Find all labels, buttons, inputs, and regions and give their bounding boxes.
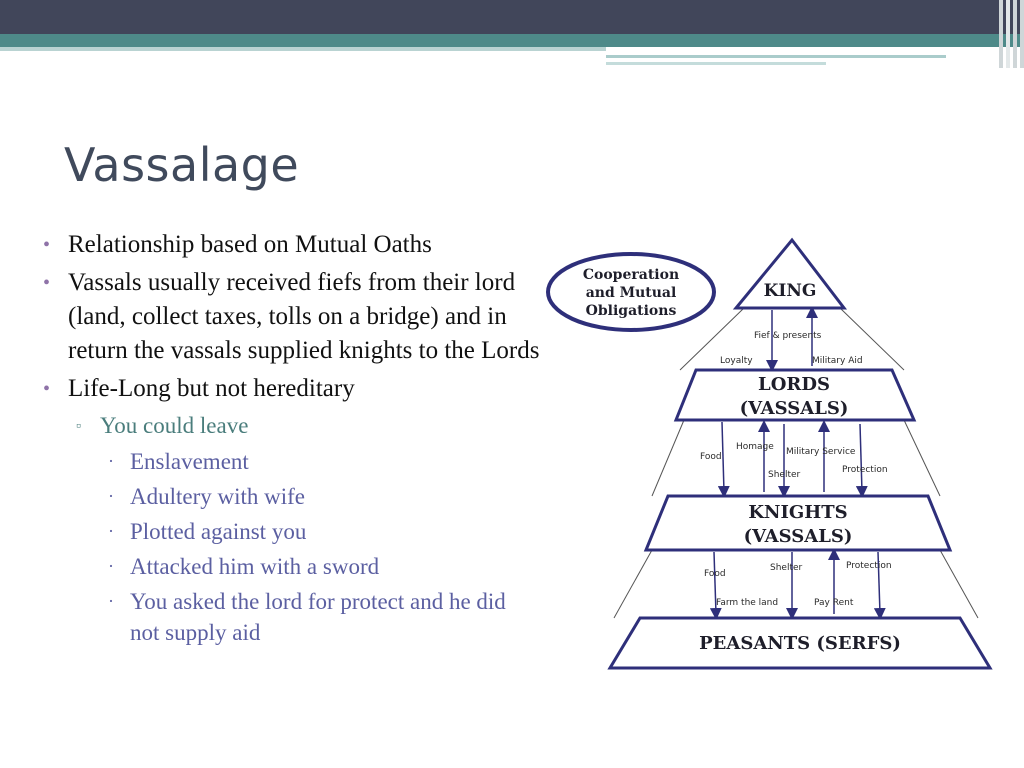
tier-king: KING (732, 237, 848, 310)
feudal-pyramid-diagram: Cooperation and Mutual Obligations KING … (546, 237, 993, 670)
small-dot-icon: · (108, 591, 114, 611)
tier-label: KNIGHTS (748, 502, 847, 523)
header-stripes (994, 0, 1024, 68)
obligation-arrows (709, 306, 886, 620)
label-protection: Protection (846, 561, 892, 571)
label-food: Food (700, 452, 722, 462)
label-homage: Homage (736, 442, 774, 452)
tier-label: KING (764, 281, 817, 301)
header-band-teal (0, 34, 1024, 47)
tier-lords: LORDS (VASSALS) (673, 368, 917, 422)
label-food: Food (704, 569, 726, 579)
small-dot-icon: · (108, 451, 114, 471)
label-protection: Protection (842, 465, 888, 475)
bullet-dot-icon: • (43, 234, 51, 256)
bullet-list: • Relationship based on Mutual Oaths • V… (40, 228, 540, 648)
bullet-dot-icon: • (43, 378, 51, 400)
label-shelter: Shelter (770, 563, 803, 573)
tier-label: (VASSALS) (740, 398, 849, 419)
label-military-service: Military Service (786, 447, 856, 457)
header-band-light (0, 47, 606, 51)
tier-label: PEASANTS (SERFS) (699, 633, 901, 654)
small-dot-icon: · (108, 556, 114, 576)
bullet-item: • Relationship based on Mutual Oaths (40, 228, 540, 262)
bullet-item: • Life-Long but not hereditary (40, 372, 540, 406)
label-military-aid: Military Aid (812, 356, 863, 366)
sub-sub-bullet-item: · Plotted against you (40, 516, 540, 547)
sub-sub-bullet-item: · Enslavement (40, 446, 540, 477)
header-accent-line (606, 55, 946, 58)
tier-peasants: PEASANTS (SERFS) (607, 616, 993, 670)
header-band-dark (0, 0, 1024, 34)
small-dot-icon: · (108, 486, 114, 506)
sub-sub-bullet-item: · Adultery with wife (40, 481, 540, 512)
header-accent-line (606, 62, 826, 65)
cooperation-oval: Cooperation and Mutual Obligations (546, 252, 716, 332)
sub-sub-bullet-item: · You asked the lord for protect and he … (40, 586, 540, 648)
bullet-dot-icon: • (43, 272, 51, 294)
tier-label: (VASSALS) (744, 526, 853, 547)
sub-bullet-item: ▫ You could leave (40, 410, 540, 442)
square-bullet-icon: ▫ (76, 419, 81, 434)
oval-label: and Mutual (586, 285, 677, 301)
tier-label: LORDS (758, 374, 830, 395)
small-dot-icon: · (108, 521, 114, 541)
tier-connectors (613, 307, 979, 619)
sub-sub-bullet-item: · Attacked him with a sword (40, 551, 540, 582)
tier-knights: KNIGHTS (VASSALS) (643, 494, 953, 552)
label-shelter: Shelter (768, 470, 801, 480)
label-fief-presents: Fief & presents (754, 331, 822, 341)
label-farm-land: Farm the land (716, 598, 778, 608)
oval-label: Cooperation (583, 267, 679, 283)
bullet-item: • Vassals usually received fiefs from th… (40, 266, 540, 368)
label-pay-rent: Pay Rent (814, 598, 854, 608)
oval-label: Obligations (586, 303, 677, 319)
slide-title: Vassalage (64, 138, 300, 192)
label-loyalty: Loyalty (720, 356, 753, 366)
